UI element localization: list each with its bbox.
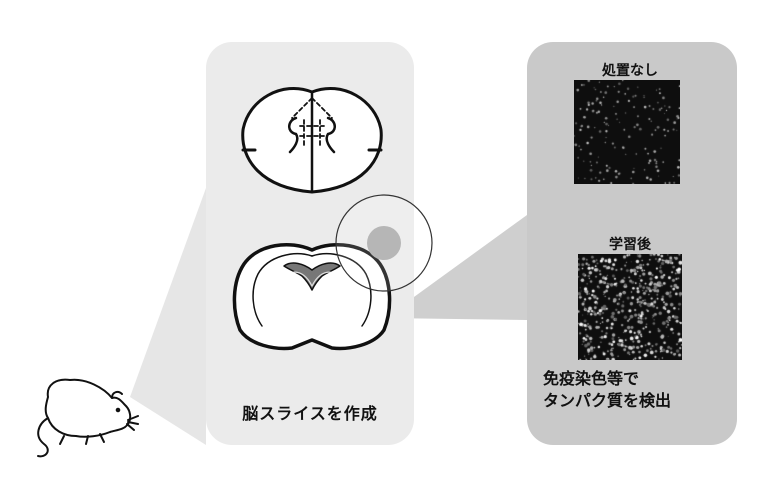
micrograph-untreated	[574, 80, 680, 184]
brain-top-view	[241, 86, 383, 194]
callout-wedge-slice	[385, 215, 527, 320]
micrograph-texture	[574, 80, 680, 184]
after-learning-label: 学習後	[609, 237, 651, 253]
callout-wedge-mouse	[130, 188, 206, 445]
hippocampus-shape	[283, 262, 341, 291]
magnified-region-dot	[367, 226, 401, 260]
untreated-label: 処置なし	[602, 63, 658, 79]
brain-coronal-slice	[232, 242, 392, 351]
brain-slice-caption: 脳スライスを作成	[242, 404, 378, 423]
mouse-illustration	[37, 378, 139, 458]
detection-method-line-2: タンパク質を検出	[543, 391, 672, 410]
micrograph-texture	[578, 254, 682, 360]
micrograph-after-learning	[578, 254, 682, 360]
detection-method-line-1: 免疫染色等で	[543, 369, 640, 388]
detection-method-caption: 免疫染色等で タンパク質を検出	[527, 368, 753, 412]
